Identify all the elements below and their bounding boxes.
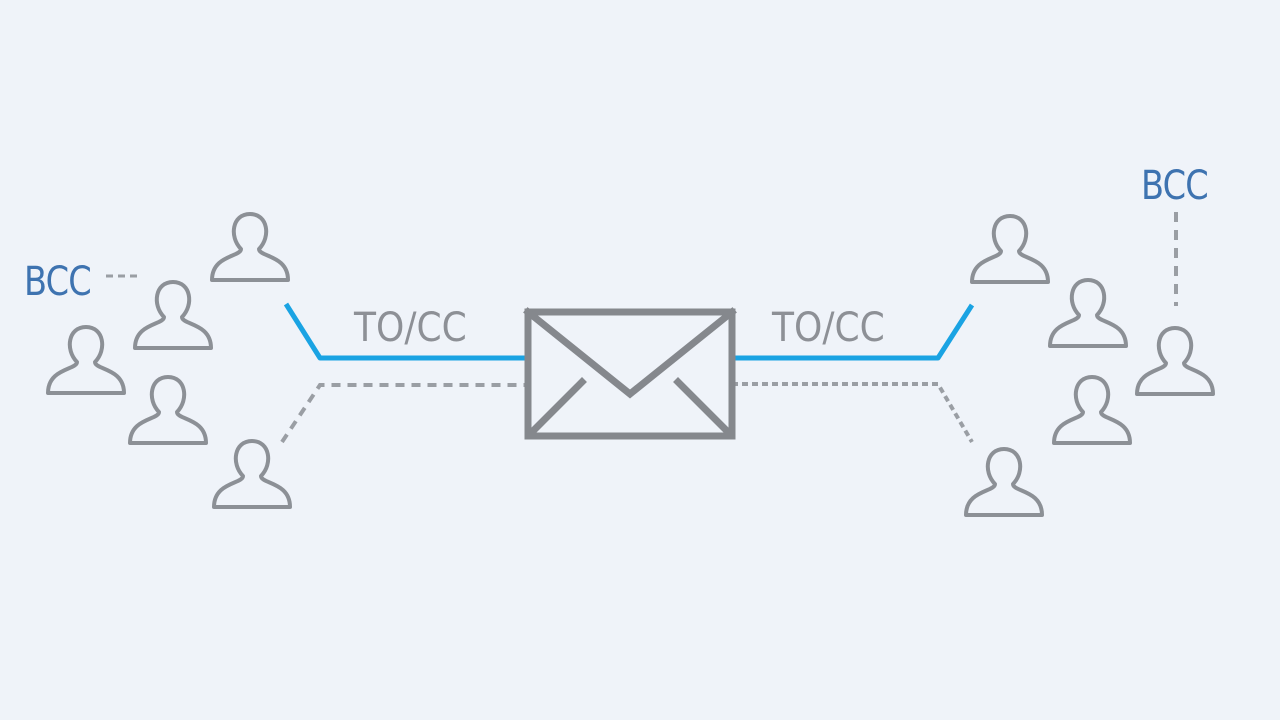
right-recipients bbox=[964, 214, 1215, 517]
right-connectors bbox=[732, 212, 1178, 444]
left-tocc-label: TO/CC bbox=[354, 305, 467, 351]
envelope-icon bbox=[523, 307, 737, 440]
person-icon bbox=[970, 214, 1050, 284]
person-icon bbox=[133, 280, 213, 350]
person-icon bbox=[1052, 375, 1132, 445]
left-tocc-line bbox=[283, 302, 528, 361]
person-icon bbox=[212, 439, 292, 509]
right-bcc-label: BCC bbox=[1141, 163, 1209, 209]
right-tocc-label: TO/CC bbox=[772, 305, 885, 351]
left-bcc-line bbox=[280, 383, 528, 444]
person-icon bbox=[1048, 278, 1128, 348]
right-bcc-line bbox=[732, 382, 974, 444]
left-bcc-label: BCC bbox=[24, 259, 92, 305]
person-icon bbox=[964, 447, 1044, 517]
right-tocc-line bbox=[732, 303, 975, 361]
left-connectors bbox=[106, 274, 528, 444]
person-icon bbox=[1135, 326, 1215, 396]
person-icon bbox=[210, 212, 290, 282]
left-recipients bbox=[46, 212, 292, 509]
person-icon bbox=[46, 325, 126, 395]
person-icon bbox=[128, 375, 208, 445]
